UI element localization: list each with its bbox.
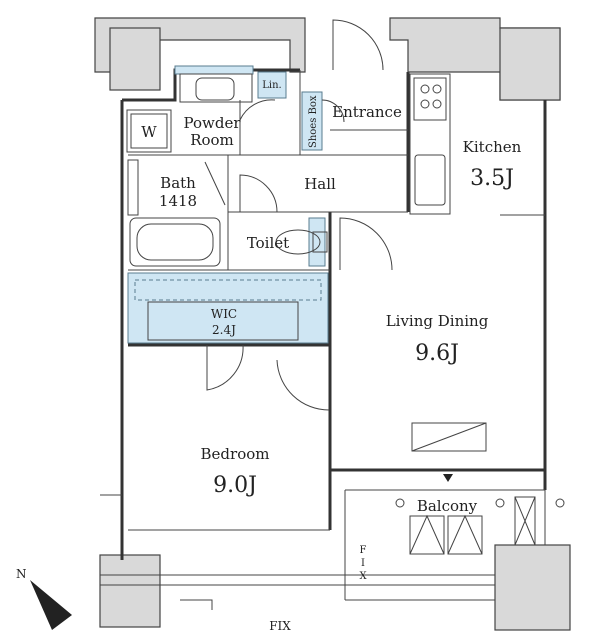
entrance-door-swing bbox=[332, 19, 384, 71]
bottom-left-column bbox=[99, 554, 161, 628]
toilet-storage bbox=[308, 217, 326, 267]
bedroom-window bbox=[180, 599, 213, 610]
kitchen-area: Kitchen 3.5J bbox=[409, 73, 522, 215]
bath-door bbox=[204, 161, 226, 206]
toilet-door-swing bbox=[339, 217, 393, 271]
north-label: N bbox=[16, 567, 27, 581]
fix-side-i: I bbox=[361, 558, 365, 569]
burner-2 bbox=[432, 84, 442, 94]
toilet-area: Toilet bbox=[247, 217, 393, 271]
fix-bottom-label: FIX bbox=[269, 619, 291, 633]
floor-heater bbox=[411, 422, 487, 452]
linen-label: Lin. bbox=[262, 80, 281, 91]
bathtub bbox=[129, 217, 221, 267]
wic-inner bbox=[147, 301, 299, 341]
kitchen-sink bbox=[414, 154, 446, 206]
wic-size: 2.4J bbox=[212, 323, 236, 337]
washer-space bbox=[126, 109, 172, 153]
north-arrow: N bbox=[16, 567, 72, 630]
entry-arrow-icon bbox=[443, 474, 453, 482]
living-door-swing bbox=[276, 359, 330, 411]
outdoor-unit-1 bbox=[409, 515, 445, 555]
wic-storage bbox=[127, 272, 329, 344]
living-dining-area: Living Dining 9.6J bbox=[276, 312, 489, 482]
kitchen-label: Kitchen bbox=[463, 138, 522, 156]
floor-heater-diagonal bbox=[411, 422, 487, 452]
hall-label: Hall bbox=[304, 175, 336, 193]
top-right-column bbox=[499, 27, 561, 101]
bath-area: Bath 1418 bbox=[127, 159, 226, 267]
toilet-bowl bbox=[275, 229, 321, 255]
top-left-column bbox=[109, 27, 161, 91]
bedroom-door-swing bbox=[206, 344, 244, 391]
fix-side-x: X bbox=[359, 571, 367, 582]
toilet-tank bbox=[312, 231, 328, 253]
powder-shelf bbox=[174, 65, 254, 75]
burner-3 bbox=[420, 99, 430, 109]
balcony-storage bbox=[514, 496, 536, 546]
outdoor-unit-2 bbox=[447, 515, 483, 555]
powder-room-label-1: Powder bbox=[183, 114, 241, 132]
shoes-door-swing bbox=[321, 99, 345, 123]
burner-4 bbox=[432, 99, 442, 109]
bottom-right-column bbox=[494, 544, 571, 631]
burner-1 bbox=[420, 84, 430, 94]
balcony-storage-cross bbox=[514, 496, 536, 546]
toilet-label: Toilet bbox=[247, 234, 289, 252]
kitchen-size: 3.5J bbox=[470, 166, 514, 191]
balcony-label: Balcony bbox=[417, 497, 478, 515]
powder-door-swing bbox=[239, 99, 276, 121]
drain-3 bbox=[395, 498, 405, 508]
balcony-outline bbox=[345, 489, 546, 545]
powder-room: Lin. Powder Room W bbox=[126, 65, 287, 153]
shoes-box-label: Shoes Box bbox=[308, 95, 319, 148]
vanity-sink bbox=[195, 77, 235, 101]
fix-side-f: F bbox=[360, 545, 367, 556]
entrance-area: Shoes Box Entrance bbox=[301, 19, 402, 151]
bedroom-area: Bedroom 9.0J bbox=[180, 344, 270, 610]
hall-door-swing bbox=[239, 174, 278, 213]
bath-size: 1418 bbox=[159, 192, 197, 210]
bedroom-size: 9.0J bbox=[213, 473, 257, 498]
shoes-box bbox=[301, 91, 323, 151]
living-dining-label: Living Dining bbox=[386, 312, 489, 330]
bathtub-inner bbox=[136, 223, 214, 261]
powder-room-label-2: Room bbox=[190, 131, 234, 149]
vanity-counter bbox=[179, 73, 253, 103]
kitchen-counter bbox=[409, 73, 451, 215]
washer-inner bbox=[130, 113, 168, 149]
living-dining-size: 9.6J bbox=[415, 341, 459, 366]
outdoor-unit-1-mark bbox=[409, 514, 445, 555]
linen-cabinet bbox=[257, 71, 287, 99]
cooktop bbox=[413, 77, 447, 121]
washer-label: W bbox=[141, 123, 157, 141]
north-arrow-icon bbox=[30, 580, 72, 630]
entrance-label: Entrance bbox=[332, 103, 402, 121]
interior-walls bbox=[120, 68, 547, 560]
drain-1 bbox=[495, 498, 505, 508]
wic-rail bbox=[134, 279, 322, 301]
structural-walls bbox=[94, 17, 571, 631]
bath-label: Bath bbox=[160, 174, 196, 192]
wic-area: WIC 2.4J bbox=[127, 272, 329, 344]
hall-area: Hall bbox=[239, 174, 336, 213]
wic-label: WIC bbox=[211, 307, 237, 321]
bedroom-label: Bedroom bbox=[201, 445, 270, 463]
outdoor-unit-2-mark bbox=[447, 514, 483, 555]
drain-2 bbox=[555, 498, 565, 508]
balcony-area: Balcony F I X bbox=[100, 489, 565, 601]
bath-shelf bbox=[127, 159, 139, 216]
